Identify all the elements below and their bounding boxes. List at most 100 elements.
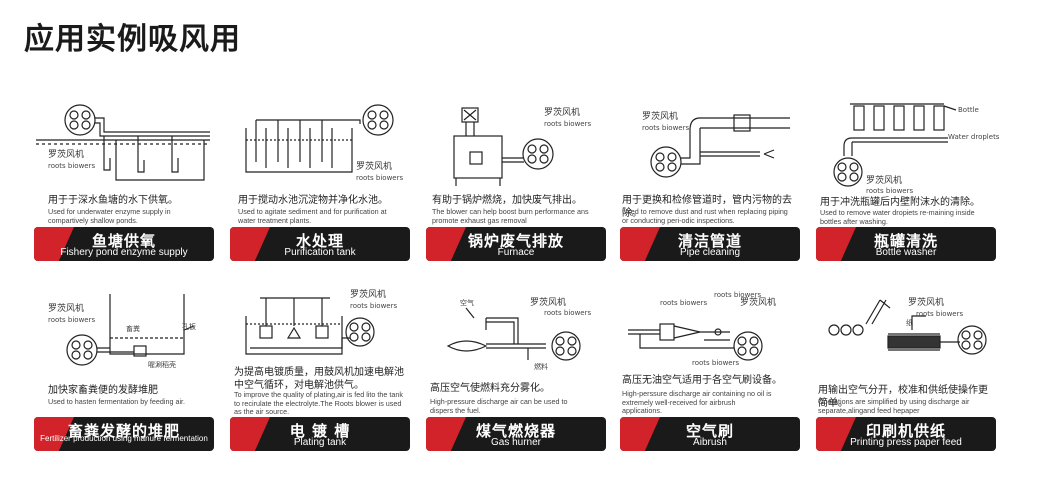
application-banner: 畜粪发酵的堆肥 Fertilizer production using manu… [34,417,214,451]
blower-label-en: roots biowers [350,302,398,310]
card-desc-cn: 用于冲洗瓶罐后内壁附沫水的清除。 [820,197,980,208]
fertilizer-illustration [66,294,195,366]
manure-label: 畜粪 [126,325,140,333]
furnace-illustration [453,107,554,186]
application-card-printing-press: 罗茨风机 roots biowers 纸 用输出空气分开，校准和供纸使操作更简单… [816,290,996,456]
banner-title-en: Purification tank [284,247,356,258]
banner-title-en: Fishery pond enzyme supply [60,247,188,258]
card-desc-en: Operations are simplified by using disch… [818,397,970,415]
application-card-bottle-washer: Bottle Water droplets 罗茨风机 roots biowers… [816,100,1000,266]
blower-label-cn: 罗茨风机 [48,150,85,160]
application-card-pipe-cleaning: 罗茨风机 roots biowers 用于更换和检修管道时，管内污物的去除。 U… [620,100,800,266]
page-title: 应用实例吸风用 [24,22,241,57]
banner-title-cn: 瓶罐清洗 [873,232,938,250]
card-desc-en: To improve the quality of plating,air is… [234,390,403,416]
application-card-gas-burner: 空气 罗茨风机 roots biowers 燃料 高压空气使燃料充分雾化。 Hi… [426,290,606,456]
banner-title-cn: 锅炉废气排放 [467,232,564,250]
banner-title-cn: 空气刷 [685,422,734,440]
paper-label: 纸 [906,319,913,327]
application-card-fishery-pond: 罗茨风机 roots biowers 用于于深水鱼塘的水下供氧。 Used fo… [34,100,214,266]
bottle-washer-illustration [833,103,957,187]
blower-label-cn: 罗茨风机 [908,298,945,308]
card-desc-cn: 高压空气使燃料充分雾化。 [430,383,550,394]
blower-label-en: roots biowers [642,124,690,132]
bottle-label: Bottle [958,106,979,114]
banner-title-cn: 印刷机供纸 [865,422,946,440]
blower-label-en: roots biowers [916,310,964,318]
banner-title-en: Fertilizer production using manure ferme… [40,434,208,443]
banner-title-en: Gas hurner [490,437,542,448]
blower-label-en: roots biowers [866,187,914,195]
card-desc-cn: 用于更换和检修管道时，管内污物的去除。 [622,195,792,219]
card-desc-cn: 用于于深水鱼塘的水下供氧。 [48,195,178,206]
blower-label-cn: 罗茨风机 [642,112,679,122]
application-banner: 瓶罐清洗 Bottle washer [816,227,996,261]
card-desc-en: Used for underwater enzyme supply in com… [48,207,171,225]
blower-label-cn: 罗茨风机 [350,290,387,300]
card-desc-cn: 加快家畜粪便的发酵堆肥 [48,385,158,396]
application-banner: 锅炉废气排放 Furnace [426,227,606,261]
application-card-airbrush: roots biowers roots biowers 罗茨风机 roots b… [620,290,800,456]
husk-label: 喔涮稻壳 [148,361,176,369]
printing-press-illustration [828,299,987,355]
blower-label-en: roots biowers [544,309,592,317]
roots-blowers-label: roots biowers [660,299,708,307]
banner-title-en: Printing press paper feed [850,437,962,448]
blower-label-cn: 罗茨风机 [48,304,85,314]
card-desc-en: Used to hasten fermentation by feeding a… [48,397,186,406]
application-banner: 空气刷 Aibrush [620,417,800,451]
application-card-furnace: 罗茨风机 roots biowers 有助于锅炉燃烧，加快废气排出。 The b… [426,100,606,266]
card-desc-cn: 用于搅动水池沉淀物并净化水池。 [238,195,388,206]
banner-title-cn: 畜粪发酵的堆肥 [67,422,180,440]
blower-label-en: roots biowers [48,316,96,324]
banner-title-en: Plating tank [293,437,347,448]
blower-label-en: roots biowers [356,174,404,182]
application-card-purification-tank: 罗茨风机 roots biowers 用于搅动水池沉淀物并净化水池。 Used … [230,100,410,266]
purification-tank-illustration [245,104,394,173]
banner-title-en: Aibrush [693,437,727,448]
card-desc-cn: 用输出空气分开，校准和供纸使操作更简单。 [818,385,988,409]
water-droplets-label: Water droplets [948,133,1000,141]
airbrush-illustration [628,323,763,361]
fishery-pond-illustration [36,104,210,181]
application-banner: 电 镀 槽 Plating tank [230,417,410,451]
application-banner: 水处理 Purification tank [230,227,410,261]
blower-label-cn: 罗茨风机 [530,298,567,308]
card-desc-en: High-pressure discharge air can be used … [430,397,568,415]
blower-label-en: roots biowers [544,120,592,128]
card-desc-en: Used to remove dust and rust when replac… [622,207,788,225]
banner-title-cn: 煤气燃烧器 [475,422,556,440]
blower-label-cn: 罗茨风机 [740,298,777,308]
blower-label-cn: 罗茨风机 [866,176,903,186]
application-banner: 煤气燃烧器 Gas hurner [426,417,606,451]
application-card-plating-tank: 罗茨风机 roots biowers 为提高电镀质量，用鼓风机加速电解池中空气循… [230,290,410,456]
card-desc-cn: 高压无油空气适用于各空气刷设备。 [622,375,782,386]
card-desc-cn: 有助于锅炉燃烧，加快废气排出。 [432,195,582,206]
application-banner: 清洁管道 Pipe cleaning [620,227,800,261]
orifice-plate-label: 孔板 [182,323,196,331]
banner-title-en: Furnace [497,247,535,258]
blower-label-cn: 罗茨风机 [356,162,393,172]
card-desc-en: Used to remove water dropiets re-maining… [820,208,975,226]
application-banner: 鱼塘供氧 Fishery pond enzyme supply [34,227,214,261]
air-label: 空气 [460,299,474,307]
banner-title-cn: 水处理 [295,232,344,250]
banner-title-cn: 电 镀 槽 [289,422,351,440]
card-desc-en: Used to agitate sediment and for purific… [238,207,387,225]
card-desc-cn: 为提高电镀质量，用鼓风机加速电解池中空气循环，对电解池供气。 [234,367,404,391]
banner-title-en: Bottle washer [875,247,937,258]
application-banner: 印刷机供纸 Printing press paper feed [816,417,996,451]
fuel-label: 燃料 [534,363,548,371]
blower-label-en: roots biowers [48,162,96,170]
roots-blowers-label: roots biowers [692,359,740,367]
pipe-cleaning-illustration [650,114,790,178]
card-desc-en: The blower can help boost burn performan… [432,207,589,225]
plating-tank-illustration [245,297,375,355]
gas-burner-illustration [446,307,581,361]
roots-blowers-label: roots biowers [714,291,762,299]
banner-title-en: Pipe cleaning [679,247,741,258]
banner-title-cn: 清洁管道 [677,232,742,250]
card-desc-en: High-perssure discharge air containing n… [622,389,772,415]
application-card-fertilizer: 罗茨风机 roots biowers 畜粪 孔板 喔涮稻壳 加快家畜粪便的发酵堆… [34,290,214,456]
banner-title-cn: 鱼塘供氧 [91,232,156,250]
